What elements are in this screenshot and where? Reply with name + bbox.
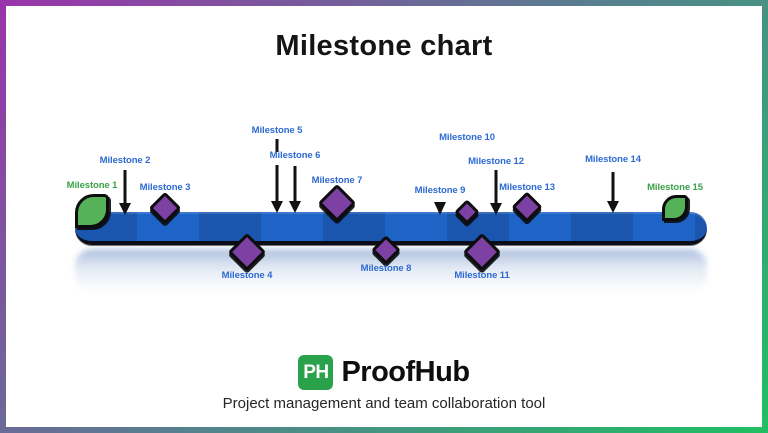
milestone-9-tick-icon xyxy=(434,202,446,215)
milestone-5-arrow-icon xyxy=(275,165,279,201)
milestone-6-label: Milestone 6 xyxy=(269,150,321,161)
milestone-5-arrowhead-icon xyxy=(271,201,283,213)
milestone-5-arrow-icon xyxy=(275,139,279,152)
milestone-15-label: Milestone 15 xyxy=(647,182,703,193)
proofhub-logo-icon: PH xyxy=(298,355,334,390)
milestone-2-arrow-icon xyxy=(123,170,127,203)
milestone-12-arrowhead-icon xyxy=(490,203,502,215)
milestone-4-label: Milestone 4 xyxy=(221,270,273,281)
milestone-2-arrowhead-icon xyxy=(119,203,131,215)
milestone-14-label: Milestone 14 xyxy=(585,154,641,165)
milestone-6-arrowhead-icon xyxy=(289,201,301,213)
milestone-12-label: Milestone 12 xyxy=(468,156,524,167)
tagline: Project management and team collaboratio… xyxy=(222,395,546,412)
milestone-14-arrow-icon xyxy=(611,172,615,201)
milestone-6-arrow-icon xyxy=(293,166,297,201)
brand-name: ProofHub xyxy=(341,356,470,388)
brand-row: PH ProofHub xyxy=(298,355,470,390)
milestone-14-arrowhead-icon xyxy=(607,201,619,213)
milestone-11-label: Milestone 11 xyxy=(454,270,510,281)
milestone-10-label: Milestone 10 xyxy=(439,132,495,143)
milestone-7-label: Milestone 7 xyxy=(311,175,363,186)
milestone-12-arrow-icon xyxy=(494,170,498,203)
milestone-5-label: Milestone 5 xyxy=(251,125,303,136)
page-title: Milestone chart xyxy=(275,30,493,62)
milestone-1-leaf-icon xyxy=(75,194,109,228)
milestone-3-label: Milestone 3 xyxy=(139,182,191,193)
milestone-2-label: Milestone 2 xyxy=(99,155,151,166)
milestone-chart: Milestone 1 Milestone 2 Milestone 3 Milesto… xyxy=(6,6,762,427)
milestone-15-leaf-icon xyxy=(662,195,688,221)
milestone-13-label: Milestone 13 xyxy=(499,182,555,193)
footer: PH ProofHub Project management and team … xyxy=(6,355,762,412)
milestone-1-label: Milestone 1 xyxy=(66,180,118,191)
milestone-9-label: Milestone 9 xyxy=(414,185,466,196)
milestone-8-label: Milestone 8 xyxy=(360,263,412,274)
